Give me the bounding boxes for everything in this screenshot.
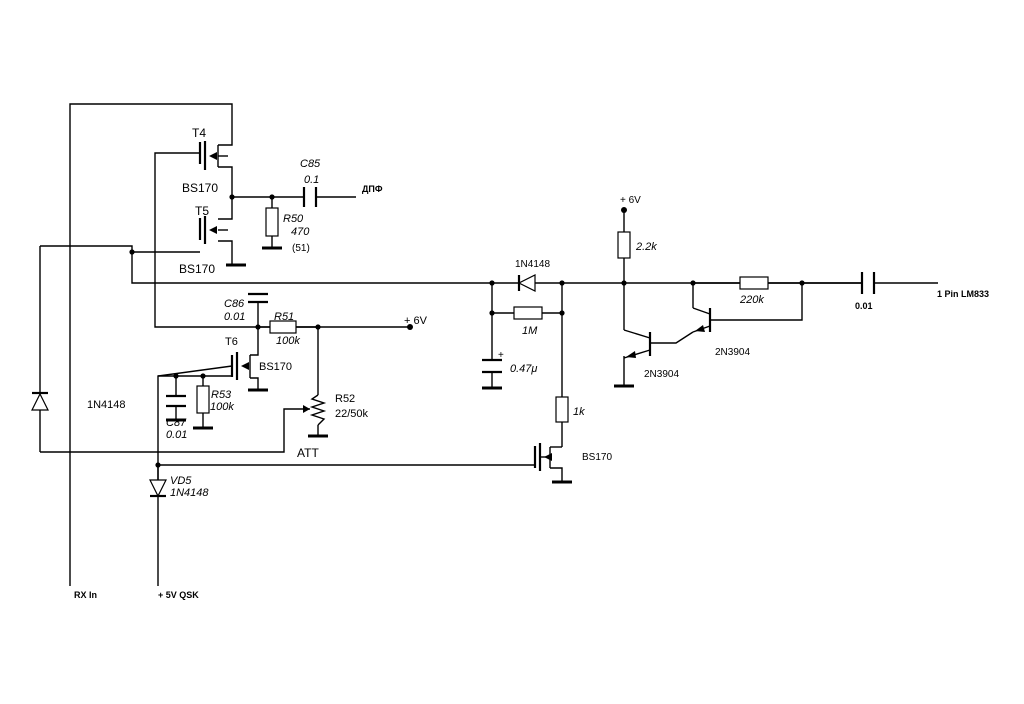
label-r50: R50 (283, 213, 304, 225)
label-vd5-type: 1N4148 (170, 487, 209, 499)
diode-mid-symbol (517, 274, 536, 292)
label-qsk: + 5V QSK (158, 590, 199, 600)
label-r50-alt: (51) (292, 243, 310, 254)
label-c85-value: 0.1 (304, 174, 319, 186)
mosfet-mid-symbol (533, 443, 552, 471)
label-r51-value: 100k (276, 335, 300, 347)
label-r52: R52 (335, 393, 355, 405)
mosfet-t4-symbol (198, 141, 217, 170)
label-r52-value: 22/50k (335, 408, 369, 420)
potentiometer-r52-symbol (303, 394, 327, 426)
resistor-1k-symbol (555, 396, 569, 423)
label-t5-type: BS170 (179, 262, 215, 276)
label-t4: T4 (192, 126, 206, 140)
labels: T4 BS170 T5 BS170 C85 0.1 ДПФ R50 470 (5… (74, 126, 989, 600)
label-mosfet-mid: BS170 (582, 452, 612, 463)
label-r50-value: 470 (291, 226, 310, 238)
capacitor-c86-symbol (248, 292, 268, 312)
resistor-220k-symbol (739, 276, 769, 290)
label-t4-type: BS170 (182, 181, 218, 195)
label-c86-value: 0.01 (224, 311, 245, 323)
capacitor-047-symbol (482, 358, 502, 374)
label-vplus-left: + 6V (404, 315, 428, 327)
label-22k: 2.2k (635, 241, 657, 253)
label-q1: 2N3904 (644, 369, 679, 380)
mosfet-t5-symbol (198, 216, 217, 244)
label-1m: 1M (522, 325, 538, 337)
transistor-q1-symbol (623, 329, 652, 359)
label-c87: C87 (166, 417, 187, 429)
label-att: ATT (297, 446, 319, 460)
label-c87-value: 0.01 (166, 429, 187, 441)
capacitor-c85-symbol (302, 187, 318, 207)
diode-left-symbol (31, 391, 49, 411)
label-q2: 2N3904 (715, 347, 750, 358)
label-output: 1 Pin LM833 (937, 289, 989, 299)
label-cap-plus: + (498, 350, 504, 361)
resistor-r53-symbol (196, 385, 210, 414)
label-1k: 1k (573, 406, 585, 418)
label-047: 0.47μ (510, 363, 537, 375)
diode-vd5-symbol (149, 465, 167, 498)
transistor-q2-symbol (692, 307, 712, 333)
label-r51: R51 (274, 311, 294, 323)
wires (39, 103, 938, 586)
label-diode-mid: 1N4148 (515, 259, 550, 270)
resistor-22k-symbol (617, 231, 631, 259)
capacitor-c87-symbol (166, 394, 186, 408)
label-t6-type: BS170 (259, 361, 292, 373)
capacitor-out-symbol (860, 270, 876, 296)
label-c86: C86 (224, 298, 245, 310)
label-dpf: ДПФ (362, 184, 383, 194)
supply-dot-left (407, 324, 413, 330)
label-vplus-right: + 6V (620, 195, 641, 206)
label-rx-in: RX In (74, 590, 97, 600)
label-diode-left: 1N4148 (87, 399, 126, 411)
supply-dot-right (621, 207, 627, 213)
label-vd5: VD5 (170, 475, 192, 487)
label-r53: R53 (211, 389, 232, 401)
label-t6: T6 (225, 336, 238, 348)
resistor-r50-symbol (265, 207, 279, 237)
mosfet-t6-symbol (230, 352, 249, 380)
label-c-out: 0.01 (855, 301, 873, 311)
label-c85: C85 (300, 158, 321, 170)
resistor-1m-symbol (513, 306, 543, 320)
label-220k: 220k (739, 294, 764, 306)
label-t5: T5 (195, 204, 209, 218)
label-r53-value: 100k (210, 401, 234, 413)
